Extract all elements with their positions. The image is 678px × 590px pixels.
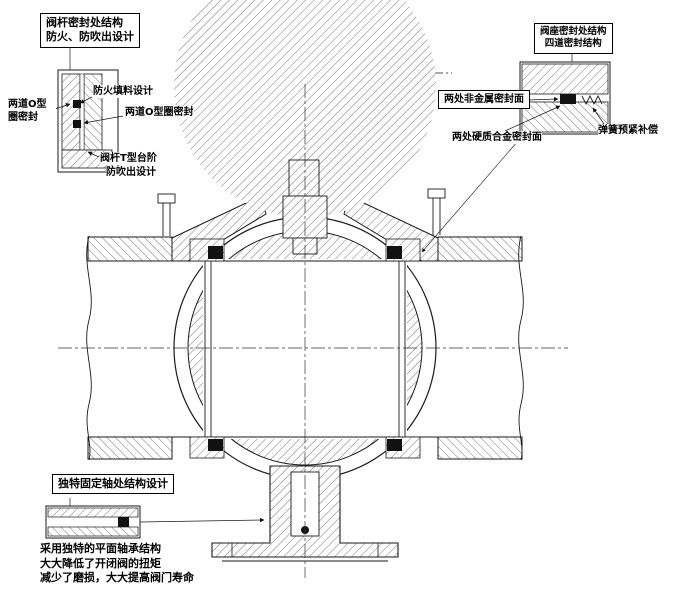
- spring-compensation-label: 弹簧预紧补偿: [598, 124, 658, 137]
- stem-t-step-label-line2: 防吹出设计: [106, 166, 156, 179]
- leaders-seat-seal: [421, 54, 605, 253]
- detail-seat-seal: [519, 61, 611, 135]
- o-ring-left-label: 两道O型圈密封: [8, 98, 56, 124]
- pipe-ends: [86, 235, 524, 461]
- seat-rings: [189, 238, 421, 459]
- bearing-note-2: 大大降低了开闭阀的扭矩: [40, 557, 161, 572]
- stem-seal-title-line1: 阀杆密封处结构: [46, 16, 123, 29]
- stem-seal-title-line2: 防火、防吹出设计: [46, 30, 134, 44]
- carbide-seal-label: 两处硬质合金密封面: [452, 131, 542, 144]
- bearing-note-3: 减少了磨损，大大提高阀门寿命: [40, 571, 194, 586]
- leaders-bearing: [69, 498, 265, 523]
- stem-t-step-label-line1: 阀杆T型台阶: [100, 152, 157, 165]
- bearing-note-1: 采用独特的平面轴承结构: [40, 542, 161, 557]
- stem-seal-title-box: 阀杆密封处结构 防火、防吹出设计: [40, 13, 140, 48]
- seat-seal-title-line2: 四道密封结构: [544, 38, 602, 50]
- nonmetal-seal-label: 两处非金属密封面: [438, 90, 530, 109]
- vent-fittings: [157, 188, 446, 236]
- o-ring-right-label: 两道O型圈密封: [125, 106, 194, 119]
- detail-bearing: [45, 505, 141, 539]
- fire-packing-label: 防火填料设计: [93, 85, 153, 98]
- seat-seal-title-line1: 阀座密封处结构: [540, 26, 607, 37]
- centerlines: [58, 84, 568, 578]
- fixed-axis-title-box: 独特固定轴处结构设计: [52, 474, 174, 495]
- seat-seal-title-box: 阀座密封处结构 四道密封结构: [534, 23, 613, 54]
